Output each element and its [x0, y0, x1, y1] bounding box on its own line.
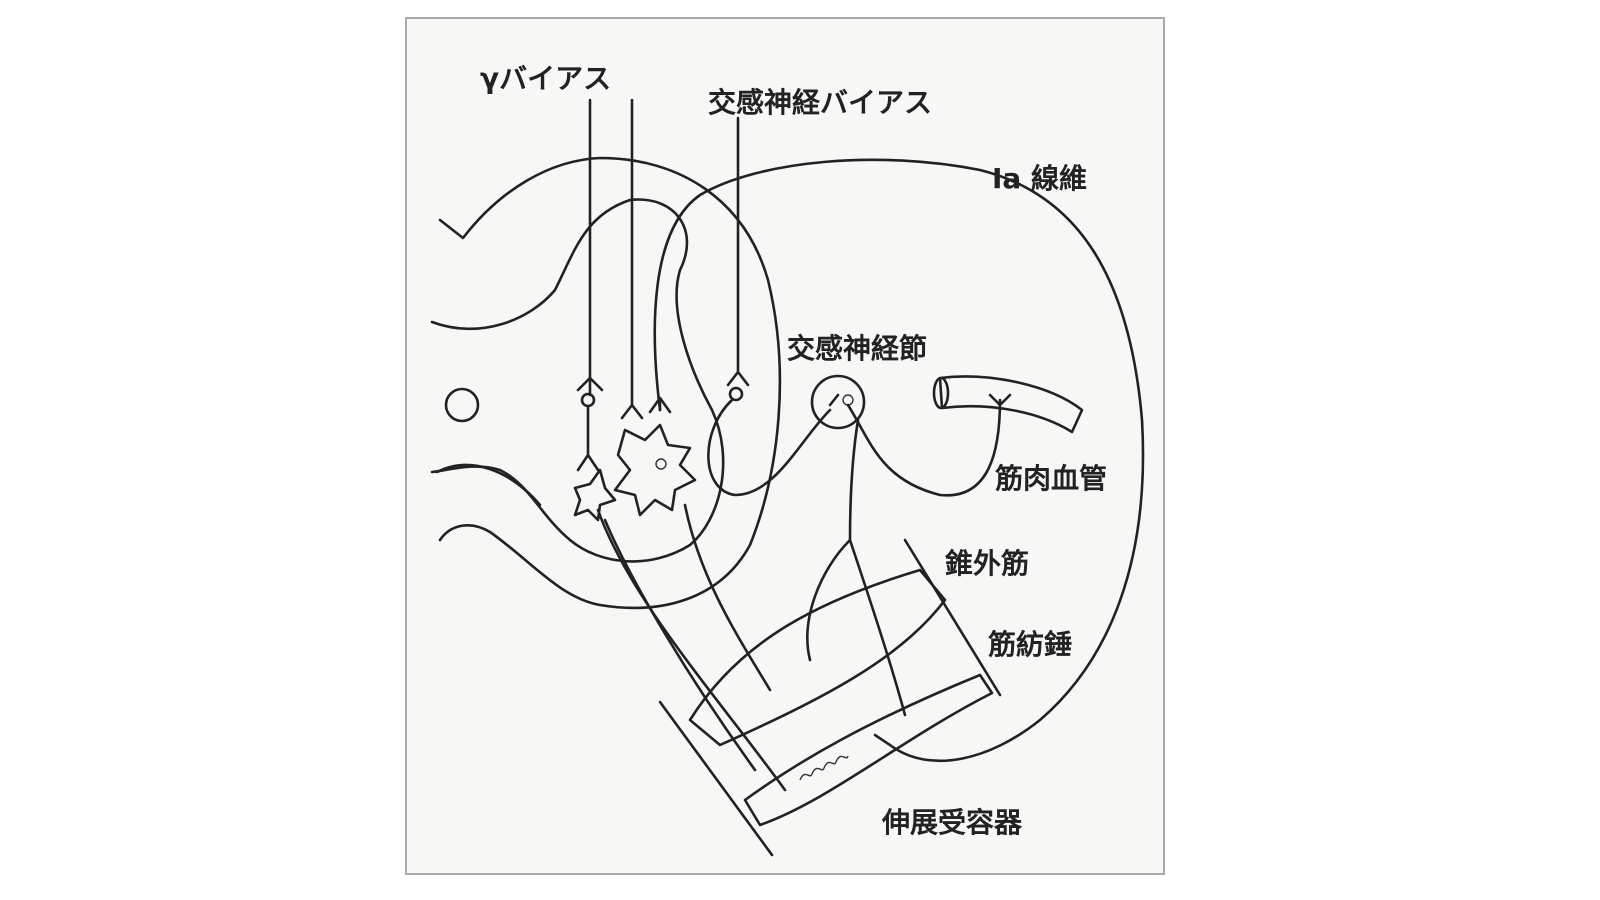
gamma-motor-axon [596, 508, 787, 792]
vessel-opening [932, 376, 950, 410]
spinal-to-spindle-line [603, 518, 757, 772]
label-extrafusal-muscle: 錐外筋 [945, 547, 1029, 580]
label-gamma-bias: γバイアス [480, 62, 611, 95]
alpha-motor-neuron [613, 423, 697, 517]
label-muscle-blood-vessel: 筋肉血管 [995, 462, 1107, 495]
postganglionic-fiber [828, 393, 1012, 497]
ia-fiber [653, 158, 1145, 763]
preganglionic-fiber [707, 398, 832, 497]
synapse-icon [728, 386, 744, 402]
gamma-motor-neuron [573, 468, 617, 522]
muscle-boundary [658, 538, 1002, 857]
alpha-motor-axon [683, 503, 772, 692]
sympathetic-bias-fiber [726, 116, 750, 387]
terminal-icon [576, 376, 604, 392]
sympathetic-to-muscle [806, 418, 907, 717]
diagram-frame [405, 17, 1165, 875]
gamma-connection [576, 404, 600, 472]
spinal-cord-lower-outline [435, 463, 542, 507]
neuron-nucleus [655, 458, 667, 470]
synapse-icon [580, 392, 596, 408]
central-canal [444, 387, 480, 423]
gray-matter [430, 198, 725, 563]
extrafusal-muscle [688, 568, 947, 747]
label-ia-fiber: Ⅰa 線維 [992, 162, 1087, 195]
label-sympathetic-ganglion: 交感神経節 [787, 332, 927, 365]
label-muscle-spindle: 筋紡錘 [988, 628, 1072, 661]
label-sympathetic-bias: 交感神経バイアス [708, 86, 932, 119]
gamma-bias-fiber-2 [620, 98, 644, 420]
muscle-blood-vessel [938, 375, 1084, 434]
label-stretch-receptor: 伸展受容器 [881, 806, 1023, 839]
muscle-spindle-body [743, 673, 994, 827]
stretch-receptor-coil [799, 755, 849, 781]
ganglion-cell [842, 394, 854, 406]
sympathetic-ganglion [810, 374, 866, 430]
spinal-cord-outline [438, 156, 782, 610]
